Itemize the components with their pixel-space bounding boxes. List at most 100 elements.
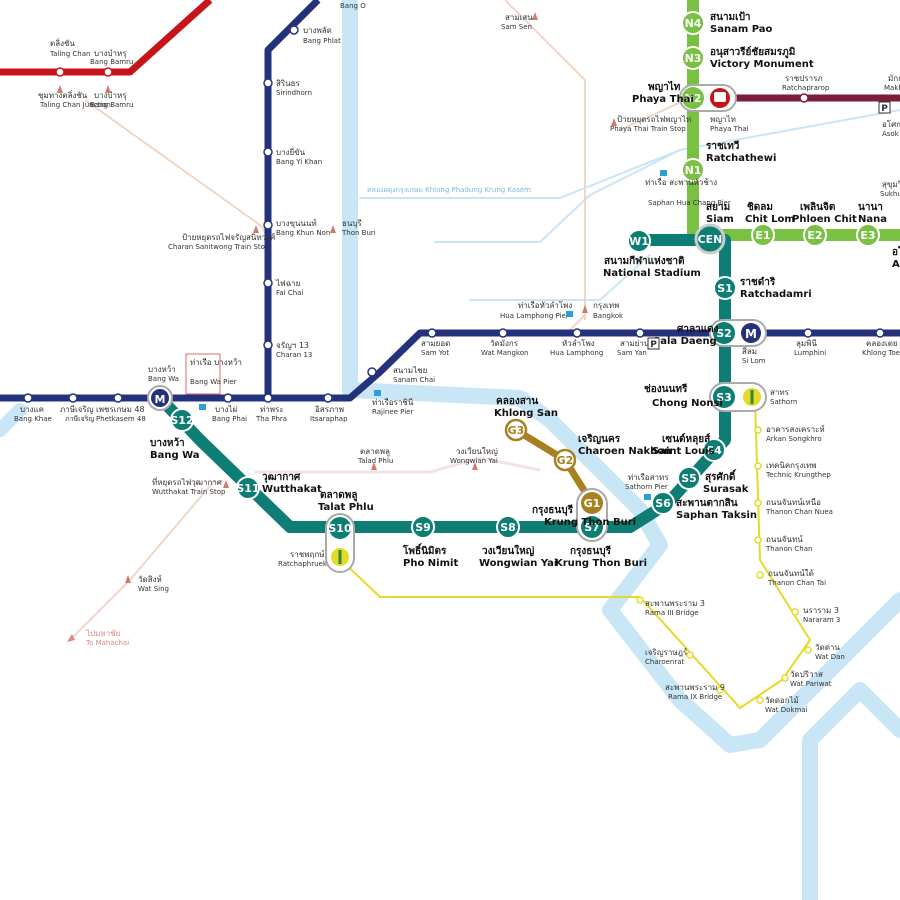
station-hua-lamphong[interactable] [572, 328, 582, 338]
station-thanon-chan[interactable] [754, 536, 762, 544]
station-bang-khae[interactable] [23, 393, 33, 403]
svg-text:สิรินธร: สิรินธร [276, 79, 301, 88]
station-n2[interactable]: N2 [679, 84, 737, 112]
station-lumphini[interactable] [803, 328, 813, 338]
station-nararam-3[interactable] [791, 608, 799, 616]
station-bang-phlat[interactable] [289, 25, 299, 35]
station-s3[interactable]: S3 [709, 382, 767, 412]
blue-line-north [264, 0, 321, 398]
label-s3-th: ช่องนนทรี [644, 383, 688, 395]
river-bend-west [0, 403, 27, 437]
pier-icon [644, 494, 651, 500]
svg-text:Sam Yan: Sam Yan [617, 349, 647, 357]
station-tha-phra[interactable] [263, 393, 273, 403]
svg-text:Wat Dan: Wat Dan [815, 653, 845, 661]
svg-text:Saphan Hua Chang Pier: Saphan Hua Chang Pier [648, 199, 731, 207]
svg-text:Thon Buri: Thon Buri [341, 229, 376, 237]
svg-text:เพชรเกษม 48: เพชรเกษม 48 [96, 405, 145, 414]
yellow-line-stations [636, 426, 812, 704]
svg-text:พญาไท: พญาไท [710, 115, 736, 124]
station-fai-chai[interactable] [263, 278, 273, 288]
station-thanon-chan-nuea[interactable] [754, 499, 762, 507]
station-taling-chan[interactable] [55, 67, 65, 77]
station-sirindhorn[interactable] [263, 78, 273, 88]
svg-text:Hua Lamphong: Hua Lamphong [550, 349, 603, 357]
svg-text:N2: N2 [685, 92, 702, 105]
station-sanam-chai[interactable] [367, 367, 377, 377]
station-khlong-toei[interactable] [875, 328, 885, 338]
svg-text:N3: N3 [685, 52, 702, 65]
svg-text:Lumphini: Lumphini [794, 349, 826, 357]
svg-text:มักกะสัน: มักกะสัน [888, 74, 900, 83]
svg-text:Makkasan: Makkasan [884, 84, 900, 92]
svg-text:Sam Yot: Sam Yot [421, 349, 449, 357]
station-bang-khun-non[interactable] [263, 220, 273, 230]
station-bang-yi-khan[interactable] [263, 147, 273, 157]
station-cen[interactable]: CEN [694, 223, 726, 255]
station-bang-wa-interchange[interactable]: M [147, 385, 173, 411]
station-ratchaprarop[interactable] [799, 93, 809, 103]
station-rama-ix-bridge[interactable] [716, 686, 724, 694]
station-thanon-chan-tai[interactable] [756, 571, 764, 579]
label-s8-th: วงเวียนใหญ่ [482, 544, 535, 557]
train-stop-icon [57, 85, 63, 93]
svg-text:G2: G2 [557, 454, 574, 467]
station-s12[interactable]: S12 [170, 408, 194, 432]
station-e3[interactable]: E3 [856, 223, 880, 247]
station-g3[interactable]: G3 [504, 418, 528, 442]
station-n1[interactable]: N1 [681, 158, 705, 182]
station-n4[interactable]: N4 [681, 11, 705, 35]
station-s5[interactable]: S5 [677, 466, 701, 490]
station-s10[interactable]: S10 [325, 513, 355, 573]
svg-text:เจริญราษฎร์: เจริญราษฎร์ [645, 647, 688, 657]
station-wat-dokmai[interactable] [756, 696, 764, 704]
svg-text:วัดด่าน: วัดด่าน [815, 643, 840, 652]
station-itsaraphap[interactable] [323, 393, 333, 403]
station-e2[interactable]: E2 [803, 223, 827, 247]
station-s11[interactable]: S11 [236, 476, 260, 500]
station-sam-yan[interactable] [635, 328, 645, 338]
station-sam-yot[interactable] [427, 328, 437, 338]
svg-text:To Mahachai: To Mahachai [85, 639, 129, 647]
svg-text:Taling Chan: Taling Chan [49, 50, 90, 58]
station-wat-mangkon[interactable] [498, 328, 508, 338]
station-s1[interactable]: S1 [713, 276, 737, 300]
train-stop-icons [57, 12, 617, 583]
station-technic-krungthep[interactable] [754, 462, 762, 470]
station-e1[interactable]: E1 [751, 223, 775, 247]
station-w1[interactable]: W1 [627, 229, 651, 253]
label-e3-en: Nana [858, 214, 887, 225]
svg-text:ถนนจันทน์: ถนนจันทน์ [766, 534, 803, 544]
svg-text:ท่าพระ: ท่าพระ [260, 405, 284, 414]
svg-text:Wat Dokmai: Wat Dokmai [765, 706, 808, 714]
rail-bangkok [569, 314, 586, 331]
station-g2[interactable]: G2 [553, 448, 577, 472]
station-n3[interactable]: N3 [681, 46, 705, 70]
station-phasi-charoen[interactable] [68, 393, 78, 403]
svg-text:Technic Krungthep: Technic Krungthep [765, 471, 831, 479]
station-s6[interactable]: S6 [651, 491, 675, 515]
station-s9[interactable]: S9 [411, 515, 435, 539]
station-s8[interactable]: S8 [496, 515, 520, 539]
station-bang-phai[interactable] [223, 393, 233, 403]
station-charoenrat[interactable] [686, 651, 694, 659]
svg-text:Fai Chai: Fai Chai [276, 289, 303, 297]
svg-text:อิสรภาพ: อิสรภาพ [315, 405, 344, 414]
label-s10-th: ตลาดพลู [320, 490, 357, 502]
station-rama-iii-bridge[interactable] [636, 596, 644, 604]
station-arkan-songkhro[interactable] [754, 426, 762, 434]
bang-wa-pier-box [185, 353, 221, 395]
station-wat-dan[interactable] [804, 646, 812, 654]
station-charan-13[interactable] [263, 340, 273, 350]
svg-text:Bang Bamru: Bang Bamru [90, 58, 133, 66]
svg-text:วงเวียนใหญ่: วงเวียนใหญ่ [456, 447, 498, 456]
station-bang-bamru[interactable] [103, 67, 113, 77]
station-wat-pariwat[interactable] [781, 674, 789, 682]
svg-text:Bangkok: Bangkok [593, 312, 624, 320]
station-phetkasem-48[interactable] [113, 393, 123, 403]
station-s4[interactable]: S4 [702, 438, 726, 462]
